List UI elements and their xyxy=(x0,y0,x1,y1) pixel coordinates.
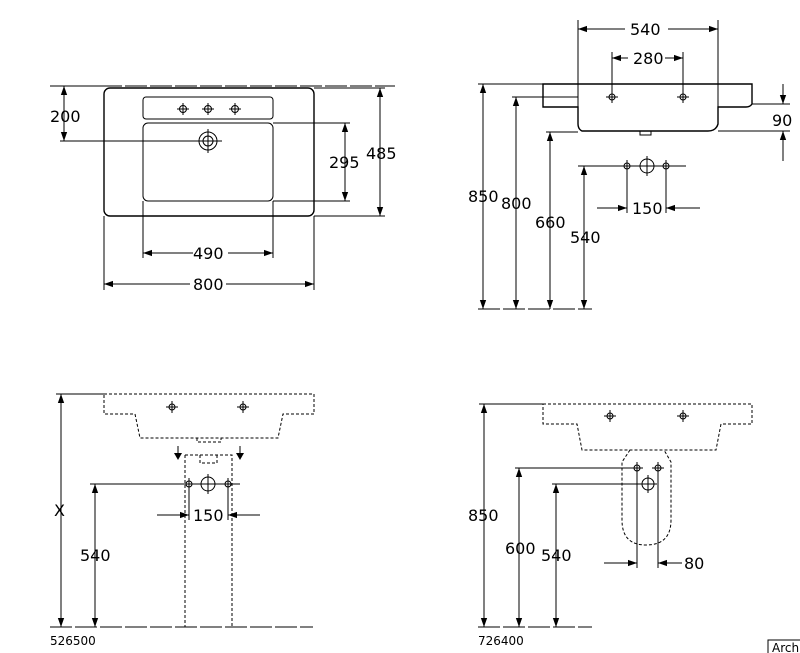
basin-outline-dashed xyxy=(542,403,753,451)
tap-hole-icon xyxy=(166,401,249,413)
dim-150-ped: 150 xyxy=(193,506,224,525)
corner-label-text: Arch xyxy=(772,641,799,653)
dim-80: 80 xyxy=(684,554,704,573)
article-code: 726400 xyxy=(478,634,524,648)
dim-800-side: 800 xyxy=(501,194,532,213)
dim-540-semi: 540 xyxy=(541,546,572,565)
dim-150-side: 150 xyxy=(632,199,663,218)
corner-label: Arch xyxy=(767,639,800,653)
dim-850-semi: 850 xyxy=(468,506,499,525)
tap-deck xyxy=(142,96,274,120)
basin-outline-dashed xyxy=(103,393,315,439)
dim-850-side: 850 xyxy=(468,187,499,206)
dim-660: 660 xyxy=(535,213,566,232)
article-code: 526500 xyxy=(50,634,96,648)
dim-600: 600 xyxy=(505,539,536,558)
dim-200: 200 xyxy=(50,107,81,126)
dim-540-side: 540 xyxy=(570,228,601,247)
tap-hole-icon xyxy=(177,103,241,115)
semi-pedestal-outline xyxy=(621,449,672,546)
top-view: 200 295 485 490 800 xyxy=(50,85,397,294)
basin-profile xyxy=(542,83,753,132)
pedestal-view: 150 X 540 526500 xyxy=(50,393,315,648)
pedestal-outline xyxy=(184,454,233,627)
semi-pedestal-view: 80 850 600 540 726400 xyxy=(468,403,753,648)
side-view: 540 280 90 150 850 800 660 540 xyxy=(468,20,792,310)
dim-490: 490 xyxy=(193,244,224,263)
dim-485: 485 xyxy=(366,144,397,163)
dim-295: 295 xyxy=(329,153,360,172)
dim-800: 800 xyxy=(193,275,224,294)
tap-hole-icon xyxy=(604,410,689,422)
dim-540-ped: 540 xyxy=(80,546,111,565)
dim-x: X xyxy=(54,501,65,520)
dim-90: 90 xyxy=(772,111,792,130)
bowl-outline xyxy=(142,122,274,202)
tap-hole-icon xyxy=(606,91,689,103)
basin-outline xyxy=(103,87,315,217)
dim-280: 280 xyxy=(633,49,664,68)
dim-540-top: 540 xyxy=(630,20,661,39)
